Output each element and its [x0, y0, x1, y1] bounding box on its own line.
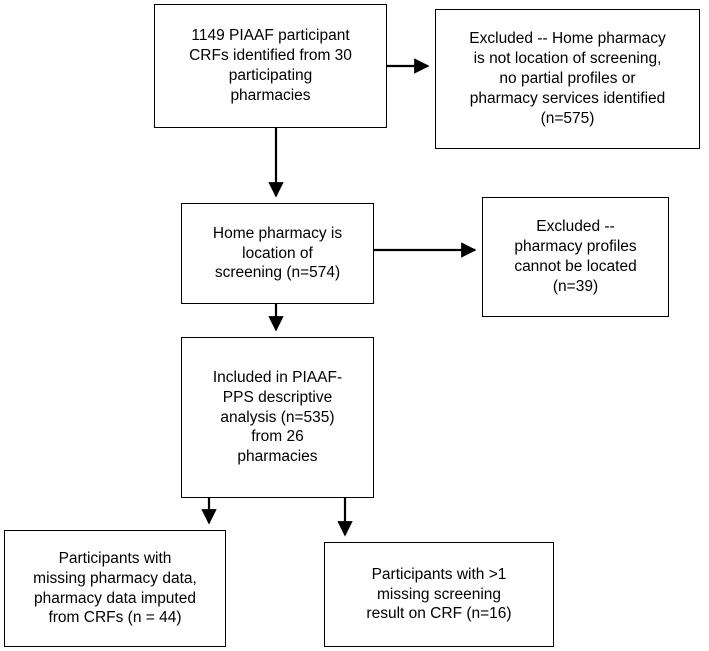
node-excluded-home-pharmacy: Excluded -- Home pharmacy is not locatio…	[435, 9, 700, 149]
node-home-pharmacy-location: Home pharmacy is location of screening (…	[181, 203, 374, 304]
node-crfs-identified: 1149 PIAAF participant CRFs identified f…	[154, 4, 387, 128]
node-missing-screening-result: Participants with >1 missing screening r…	[324, 542, 554, 647]
node-missing-pharmacy-data: Participants with missing pharmacy data,…	[4, 530, 226, 647]
node-included-analysis: Included in PIAAF- PPS descriptive analy…	[181, 337, 374, 498]
node-excluded-profiles-not-located: Excluded -- pharmacy profiles cannot be …	[482, 197, 669, 317]
